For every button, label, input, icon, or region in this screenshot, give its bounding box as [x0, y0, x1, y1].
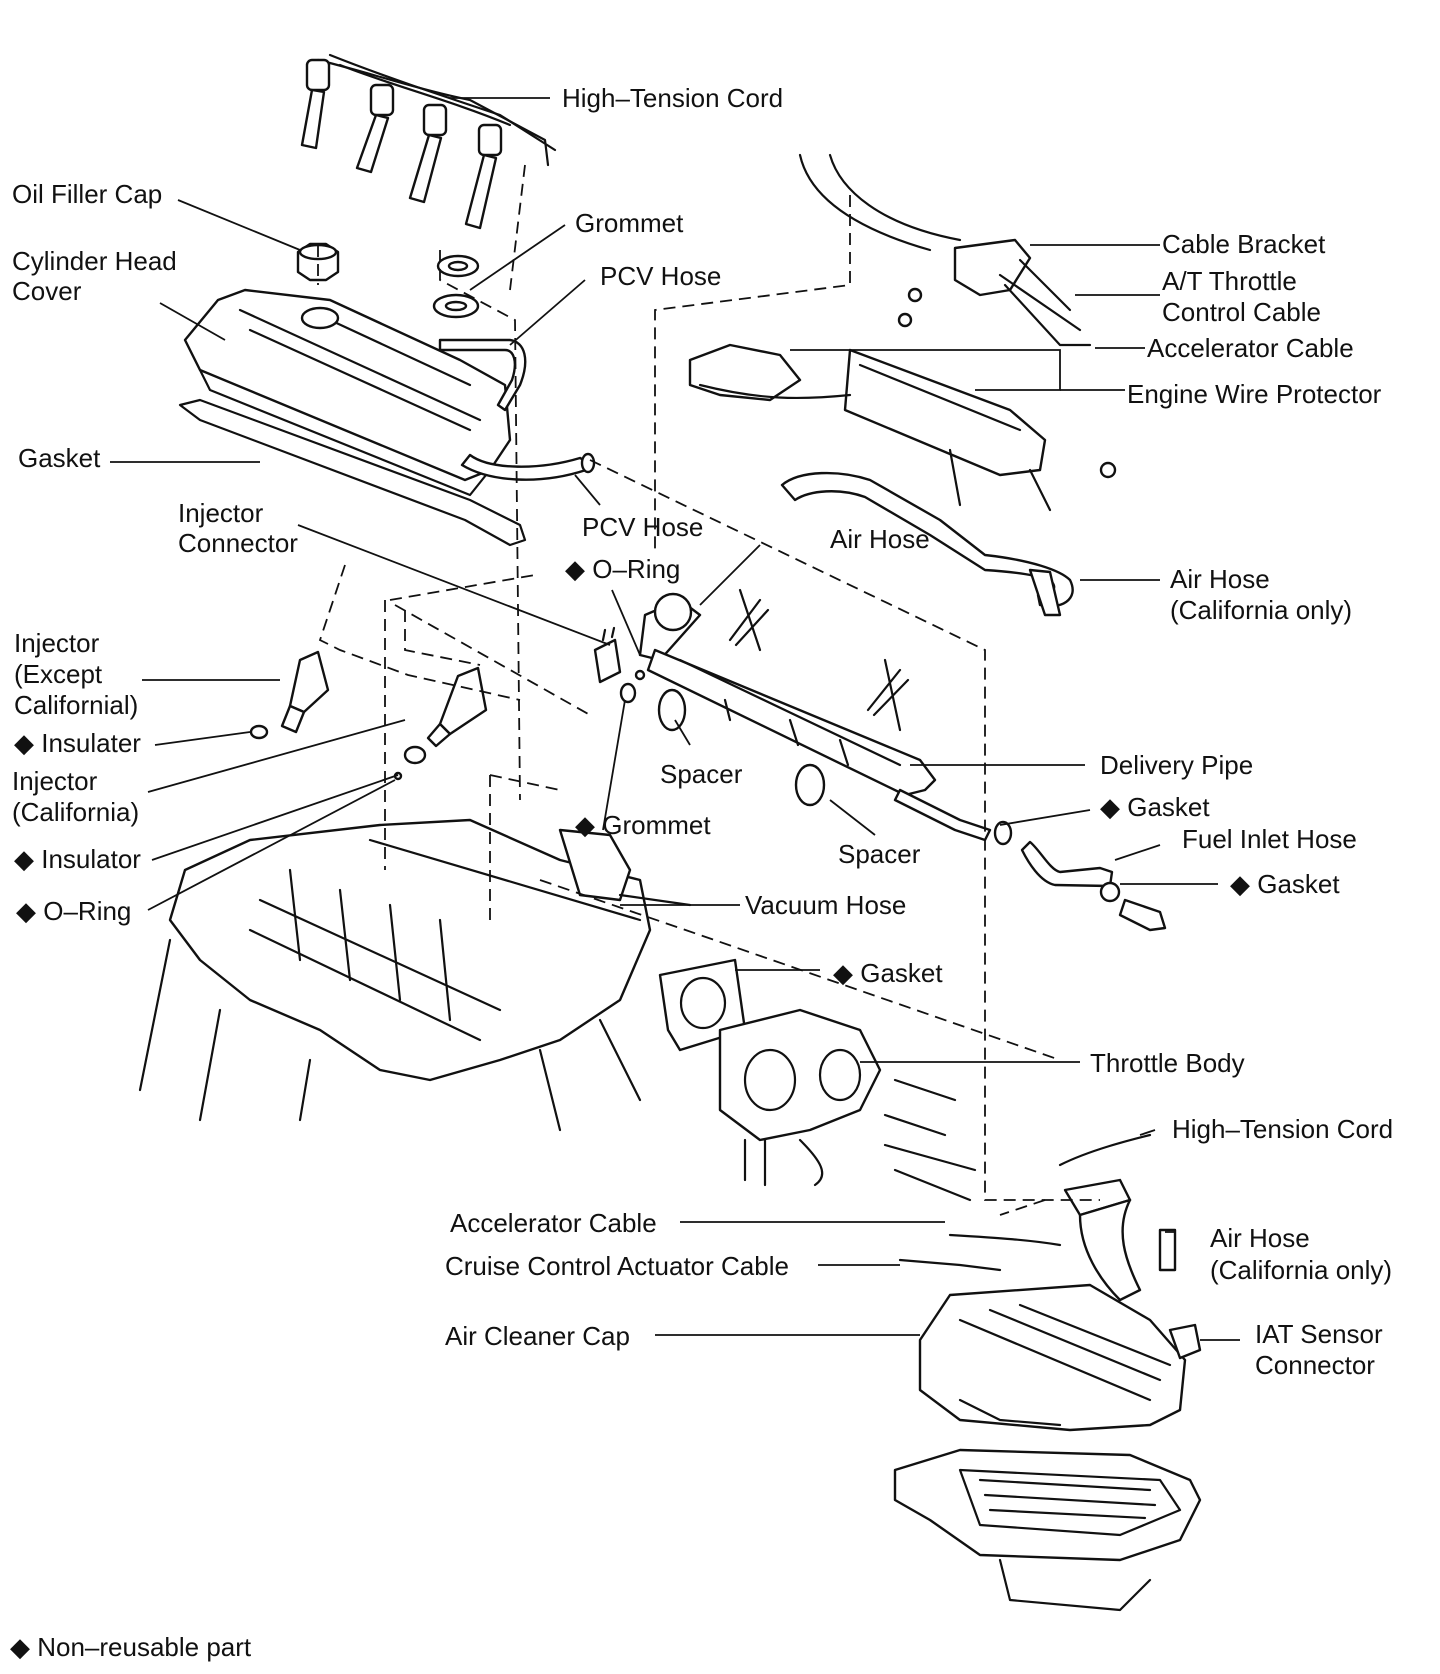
label-pcv-hose-mid: PCV Hose: [582, 512, 703, 542]
label-spacer-2: Spacer: [838, 839, 921, 869]
non-reusable-mark: ◆: [833, 958, 853, 988]
label-cylinder-head-cover-2: Cover: [12, 276, 82, 306]
grommet-top-drawing: [432, 254, 480, 319]
label-cylinder-head-cover-1: Cylinder Head: [12, 246, 177, 276]
label-injector-except-3: Californial): [14, 690, 138, 720]
label-cruise-control-cable: Cruise Control Actuator Cable: [445, 1251, 789, 1281]
label-high-tension-cord-bottom: High–Tension Cord: [1172, 1114, 1393, 1144]
delivery-pipe-bolts-drawing: [728, 598, 910, 717]
spacer-1-drawing: [657, 688, 687, 732]
label-air-hose-ca-top-2: (California only): [1170, 595, 1352, 625]
label-fuel-inlet-hose: Fuel Inlet Hose: [1182, 824, 1357, 854]
legend-entry: ◆ Non–reusable part: [10, 1632, 252, 1662]
label-injector-connector-1: Injector: [178, 498, 264, 528]
label-grommet-top: Grommet: [575, 208, 684, 238]
legend-symbol: ◆: [10, 1632, 30, 1662]
assembly-dashed-lines: [317, 164, 1100, 1216]
air-hose-california-top-drawing: [780, 471, 1074, 617]
label-iat-sensor-1: IAT Sensor: [1255, 1319, 1383, 1349]
leader-lines: [110, 97, 1240, 1341]
injector-connector-drawing: [593, 626, 622, 684]
label-cable-bracket: Cable Bracket: [1162, 229, 1326, 259]
vacuum-hose-drawing: [558, 828, 692, 907]
throttle-gasket-drawing: [658, 958, 747, 1052]
non-reusable-mark: ◆: [16, 896, 36, 926]
gasket-throttle-text: Gasket: [860, 958, 943, 988]
non-reusable-mark: ◆: [14, 844, 34, 874]
label-gasket-cover: Gasket: [18, 443, 101, 473]
high-tension-cord-top-drawing: [300, 53, 557, 230]
label-pcv-hose-top: PCV Hose: [600, 261, 721, 291]
label-o-ring-mid: ◆ O–Ring: [565, 554, 680, 584]
cylinder-head-cover-drawing: [183, 288, 512, 497]
non-reusable-mark: ◆: [1100, 792, 1120, 822]
pcv-hose-drawing: [438, 338, 596, 481]
label-oil-filler-cap: Oil Filler Cap: [12, 179, 162, 209]
label-throttle-body: Throttle Body: [1090, 1048, 1245, 1078]
cable-bracket-drawing: [798, 153, 1092, 347]
label-iat-sensor-2: Connector: [1255, 1350, 1375, 1380]
label-accelerator-cable-bottom: Accelerator Cable: [450, 1208, 657, 1238]
gasket-delivery-text: Gasket: [1127, 792, 1210, 822]
o-ring-mid-text: O–Ring: [592, 554, 680, 584]
spacer-2-drawing: [794, 763, 826, 807]
delivery-pipe-drawing: [638, 588, 992, 842]
throttle-body-drawing: [718, 1008, 977, 1202]
non-reusable-mark: ◆: [575, 810, 595, 840]
label-insulator: ◆ Insulator: [14, 844, 141, 874]
injector-except-california-drawing: [249, 650, 330, 740]
label-injector-except-1: Injector: [14, 628, 100, 658]
grommet-mid-text: Grommet: [602, 810, 711, 840]
cover-gasket-drawing: [178, 398, 527, 547]
non-reusable-mark: ◆: [1230, 869, 1250, 899]
non-reusable-mark: ◆: [565, 554, 585, 584]
insulater-text: Insulater: [41, 728, 141, 758]
fuel-inlet-hose-drawing: [993, 820, 1167, 932]
o-ring-small-drawing: [634, 669, 646, 681]
label-at-throttle-1: A/T Throttle: [1162, 266, 1297, 296]
engine-wire-protector-drawing: [688, 343, 1117, 512]
label-delivery-pipe: Delivery Pipe: [1100, 750, 1253, 780]
label-air-hose-mid: Air Hose: [830, 524, 930, 554]
label-spacer-1: Spacer: [660, 759, 743, 789]
callout-labels: High–Tension Cord Oil Filler Cap Grommet…: [12, 83, 1393, 1380]
label-air-cleaner-cap: Air Cleaner Cap: [445, 1321, 630, 1351]
label-o-ring-left: ◆ O–Ring: [16, 896, 131, 926]
label-injector-california-1: Injector: [12, 766, 98, 796]
label-insulater: ◆ Insulater: [14, 728, 141, 758]
label-air-hose-ca-top-1: Air Hose: [1170, 564, 1270, 594]
label-gasket-delivery: ◆ Gasket: [1100, 792, 1210, 822]
legend: ◆ Non–reusable part: [10, 1632, 252, 1662]
label-at-throttle-2: Control Cable: [1162, 297, 1321, 327]
label-grommet-mid: ◆ Grommet: [575, 810, 711, 840]
intake-manifold-drawing: [138, 818, 652, 1132]
label-engine-wire-protector: Engine Wire Protector: [1127, 379, 1382, 409]
legend-text: Non–reusable part: [37, 1632, 252, 1662]
o-ring-left-text: O–Ring: [43, 896, 131, 926]
insulator-text: Insulator: [41, 844, 141, 874]
label-injector-except-2: (Except: [14, 659, 103, 689]
label-injector-connector-2: Connector: [178, 528, 298, 558]
label-accelerator-cable-top: Accelerator Cable: [1147, 333, 1354, 363]
gasket-fuel-text: Gasket: [1257, 869, 1340, 899]
label-air-hose-ca-bottom-2: (California only): [1210, 1255, 1392, 1285]
label-gasket-fuel: ◆ Gasket: [1230, 869, 1340, 899]
label-injector-california-2: (California): [12, 797, 139, 827]
label-vacuum-hose: Vacuum Hose: [745, 890, 906, 920]
grommet-mid-drawing: [619, 682, 637, 704]
air-cleaner-case-drawing: [893, 1448, 1202, 1612]
injector-california-drawing: [393, 666, 488, 781]
air-cleaner-drawing: [898, 1133, 1202, 1432]
label-gasket-throttle: ◆ Gasket: [833, 958, 943, 988]
label-air-hose-ca-bottom-1: Air Hose: [1210, 1223, 1310, 1253]
non-reusable-mark: ◆: [14, 728, 34, 758]
label-high-tension-cord-top: High–Tension Cord: [562, 83, 783, 113]
